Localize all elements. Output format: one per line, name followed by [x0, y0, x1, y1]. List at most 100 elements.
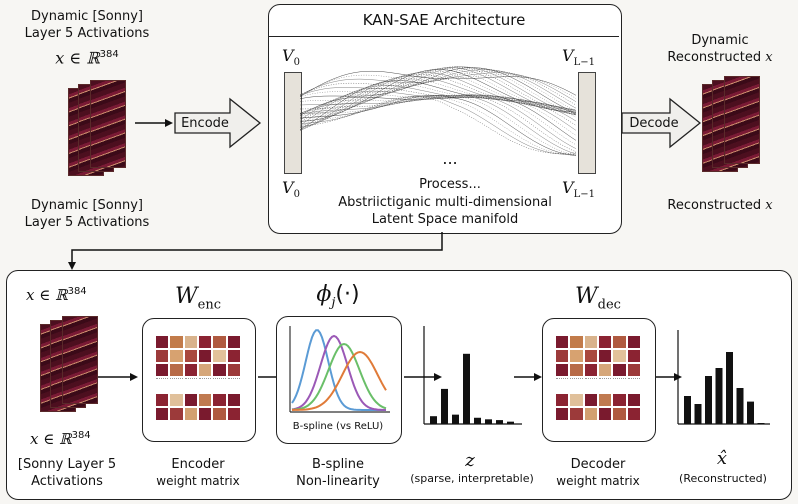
matrix-cell	[198, 364, 212, 377]
decode-label: Decode	[629, 116, 679, 131]
matrix-cell	[170, 407, 183, 420]
matrix-cell	[627, 393, 640, 406]
manifold-line	[300, 95, 577, 155]
matrix-cell	[570, 336, 583, 349]
left-input-title: Dynamic [Sonny]Layer 5 Activations	[24, 9, 150, 41]
vl-layer-bar	[578, 72, 596, 174]
matrix-cell	[556, 364, 569, 377]
spline-label: B-spline (vs ReLU)	[292, 421, 384, 432]
matrix-cell	[170, 378, 183, 392]
matrix-cell	[213, 393, 226, 406]
manifold-ellipsis: ...	[442, 149, 458, 168]
manifold-line	[300, 90, 577, 131]
right-output-caption: Reconstructed x	[667, 198, 773, 213]
z-bar	[430, 416, 437, 424]
arrow-1	[98, 373, 138, 381]
right-output-title: Dynamic Reconstructed x	[667, 33, 773, 65]
left-input-math: x ∈ ℝ384	[55, 48, 119, 68]
matrix-cell	[584, 378, 597, 392]
matrix-cell	[613, 336, 626, 349]
matrix-cell	[584, 393, 597, 406]
matrix-cell	[627, 336, 640, 349]
manifold-line	[300, 95, 577, 156]
matrix-cell	[170, 393, 183, 406]
matrix-cell	[227, 364, 240, 377]
encoder-matrix	[156, 336, 240, 420]
matrix-cell	[627, 378, 640, 392]
matrix-cell	[627, 364, 640, 377]
z-label: z	[465, 450, 475, 471]
z-histogram	[423, 326, 522, 425]
manifold-line	[300, 72, 577, 128]
matrix-cell	[556, 350, 569, 363]
matrix-cell	[598, 393, 612, 406]
manifold-line	[300, 80, 577, 130]
matrix-cell	[170, 364, 183, 377]
matrix-cell	[556, 378, 569, 392]
connector-arrow	[68, 232, 443, 270]
manifold-line	[300, 69, 577, 109]
matrix-cell	[598, 378, 612, 392]
matrix-cell	[570, 393, 583, 406]
spline-curve	[291, 329, 386, 411]
matrix-cell	[627, 407, 640, 420]
matrix-cell	[156, 336, 169, 349]
xhat-bar	[715, 368, 723, 424]
z-bar	[496, 420, 503, 424]
v0-layer-bar	[284, 72, 302, 174]
manifold-line	[300, 88, 577, 126]
matrix-cell	[556, 393, 569, 406]
arrow-4	[514, 373, 542, 381]
vl-top-label: VL−1	[562, 46, 595, 69]
manifold-line	[300, 75, 577, 131]
encode-label: Encode	[181, 116, 229, 131]
z-bar	[485, 419, 492, 424]
manifold-line	[300, 96, 577, 154]
phi-label: ϕj(·)	[316, 282, 360, 311]
matrix-cell	[227, 378, 240, 392]
matrix-cell	[227, 336, 240, 349]
v0-bottom-label: V0	[282, 178, 300, 201]
matrix-cell	[170, 350, 183, 363]
manifold-line	[300, 82, 577, 129]
manifold-line	[300, 78, 577, 131]
matrix-cell	[584, 350, 597, 363]
matrix-cell	[184, 378, 197, 392]
matrix-cell	[613, 407, 626, 420]
arrow-3	[404, 373, 442, 381]
matrix-cell	[156, 364, 169, 377]
matrix-cell	[570, 350, 583, 363]
matrix-cell	[598, 407, 612, 420]
matrix-cell	[184, 407, 197, 420]
left-input-caption: Dynamic [Sonny]Layer 5 Activations	[24, 198, 150, 230]
matrix-cell	[156, 407, 169, 420]
xhat-bar	[684, 396, 691, 424]
architecture-title: KAN-SAE Architecture	[362, 11, 526, 29]
matrix-cell	[198, 350, 212, 363]
matrix-cell	[627, 350, 640, 363]
matrix-cell	[156, 393, 169, 406]
manifold-line	[300, 67, 577, 114]
manifold-line	[300, 69, 577, 122]
v0-top-label: V0	[282, 46, 300, 69]
manifold-line	[300, 66, 577, 115]
xhat-histogram	[677, 330, 770, 425]
matrix-cell	[213, 378, 226, 392]
xhat-label: x̂	[716, 448, 728, 469]
manifold-line	[300, 94, 577, 153]
xhat-bar	[694, 404, 702, 424]
matrix-cell	[556, 407, 569, 420]
detail-input-math-2: x ∈ ℝ384	[30, 430, 91, 448]
encode-arrow	[135, 97, 262, 149]
matrix-cell	[213, 350, 226, 363]
matrix-cell	[556, 336, 569, 349]
z-caption: (sparse, interpretable)	[410, 472, 534, 485]
matrix-cell	[613, 350, 626, 363]
manifold-line	[300, 95, 577, 156]
matrix-cell	[170, 336, 183, 349]
matrix-cell	[598, 364, 612, 377]
vl-bottom-label: VL−1	[562, 178, 595, 201]
matrix-cell	[613, 364, 626, 377]
manifold-line	[300, 95, 577, 155]
